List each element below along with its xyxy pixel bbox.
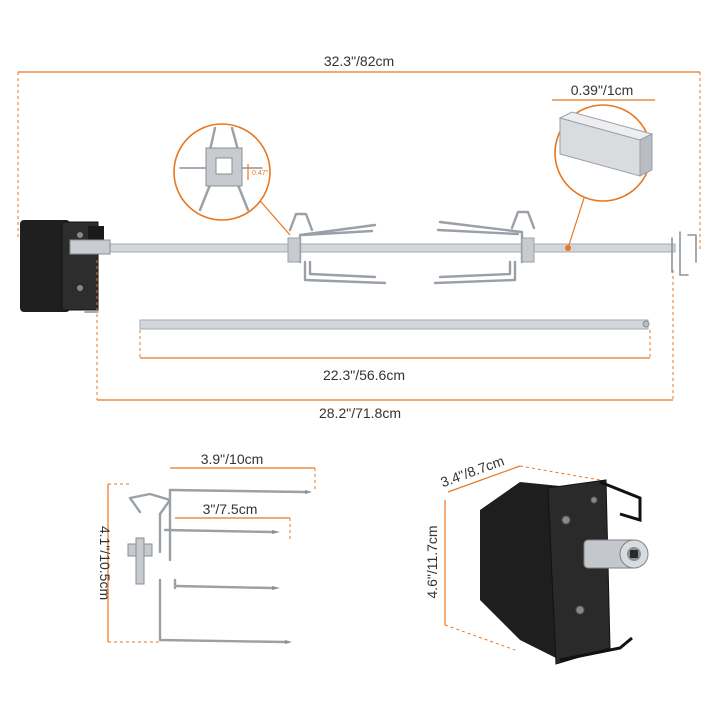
fork-inner-width-label: 3"/7.5cm bbox=[203, 501, 258, 517]
left-meat-fork bbox=[287, 212, 387, 285]
rod-thickness-callout: 0.39"/1cm bbox=[552, 82, 655, 251]
rod-end-bracket bbox=[671, 231, 697, 276]
fork-height-label: 4.1"/10.5cm bbox=[97, 526, 113, 600]
fork-detail-icon bbox=[179, 126, 263, 212]
motor-dimension-view: 3.4"/8.7cm 4.6"/11.7cm bbox=[424, 452, 649, 665]
fork-detail-callout: 0.47" bbox=[173, 123, 291, 236]
motor-depth-label: 3.4"/8.7cm bbox=[438, 452, 506, 490]
rotisserie-motor-small bbox=[20, 220, 111, 313]
rod-cross-section-icon bbox=[558, 111, 654, 177]
spit-rod-length-label: 22.3"/56.6cm bbox=[323, 367, 405, 383]
spit-rod-length-dimension: 22.3"/56.6cm bbox=[139, 330, 651, 383]
meat-fork-icon bbox=[127, 488, 312, 644]
fork-dimension-view: 3.9"/10cm 3"/7.5cm 4.1"/10.5cm bbox=[97, 451, 316, 644]
total-length-dimension: 32.3"/82cm bbox=[17, 53, 701, 250]
loose-spit-rod bbox=[139, 319, 650, 330]
right-meat-fork bbox=[433, 210, 536, 285]
assembled-length-dimension: 28.2"/71.8cm bbox=[96, 260, 674, 421]
motor-height-label: 4.6"/11.7cm bbox=[424, 525, 440, 598]
rotisserie-motor-icon bbox=[480, 479, 649, 665]
total-length-label: 32.3"/82cm bbox=[324, 53, 394, 69]
spit-rod-loose bbox=[139, 319, 649, 330]
assembled-spit bbox=[20, 210, 697, 313]
spit-rod bbox=[84, 243, 676, 253]
prong-gap-label: 0.47" bbox=[252, 170, 269, 177]
assembled-length-label: 28.2"/71.8cm bbox=[319, 405, 401, 421]
fork-outer-width-label: 3.9"/10cm bbox=[201, 451, 264, 467]
rod-thickness-label: 0.39"/1cm bbox=[571, 82, 634, 98]
